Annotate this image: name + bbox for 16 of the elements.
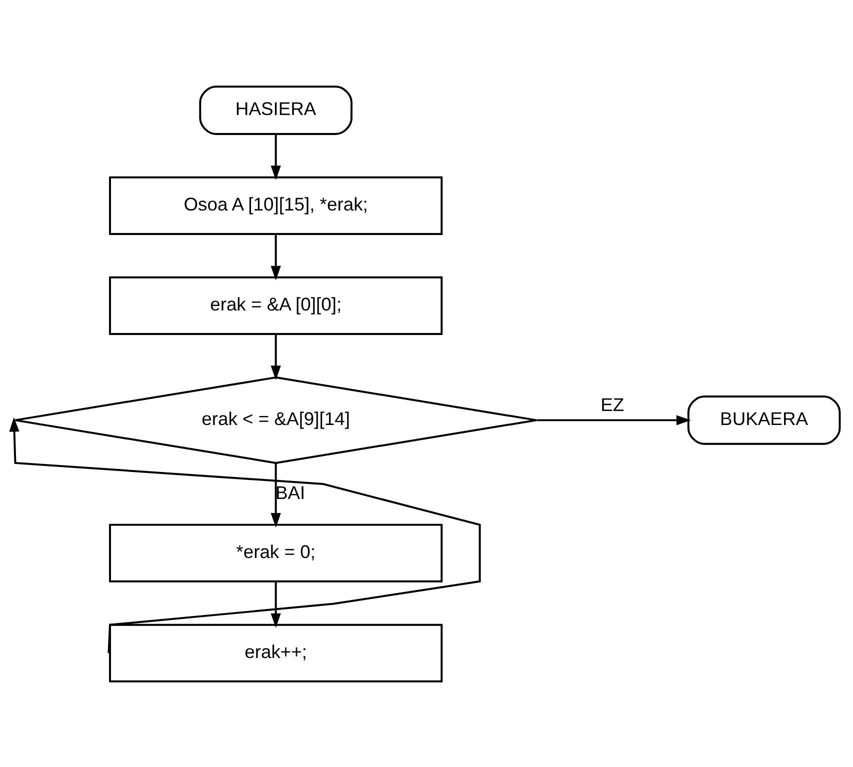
- arrow: [270, 334, 280, 380]
- arrow: [536, 414, 690, 425]
- node-box: BUKAERA: [686, 395, 840, 444]
- node-diamond: erak < = &A[9][14]: [14, 376, 537, 464]
- edge-label: EZ: [600, 394, 624, 415]
- arrow: [270, 134, 280, 180]
- node-box: erak = &A [0][0];: [108, 276, 442, 334]
- arrow: [270, 234, 280, 280]
- node-box: Osoa A [10][15], *erak;: [108, 176, 442, 234]
- node-box: *erak = 0;: [108, 523, 442, 582]
- node-box: HASIERA: [198, 85, 352, 134]
- arrow: [270, 581, 280, 628]
- arrow: [8, 416, 480, 653]
- edge-label: BAI: [274, 481, 305, 502]
- node-box: erak++;: [108, 623, 442, 682]
- arrow: [270, 462, 280, 528]
